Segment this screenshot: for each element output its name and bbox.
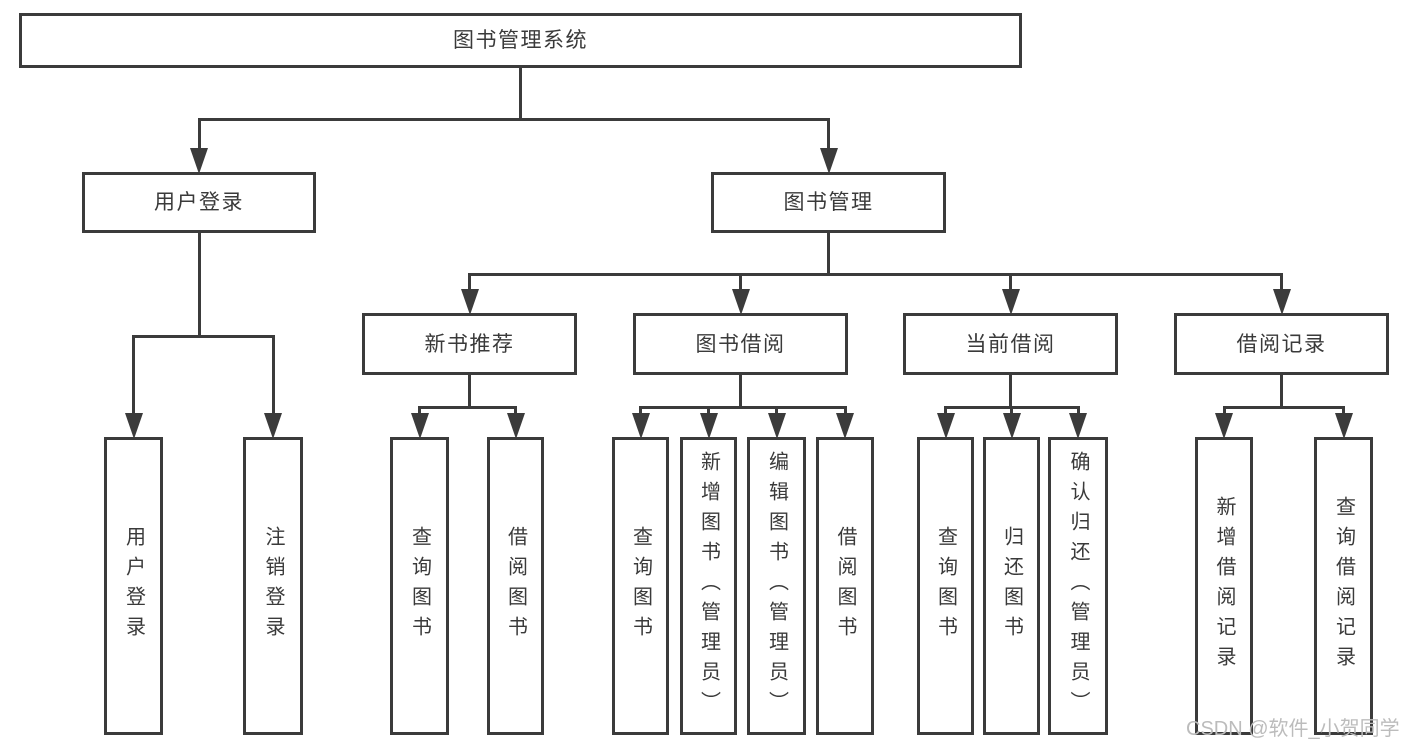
node-current: 当前借阅 bbox=[903, 313, 1118, 375]
node-label: 借阅记录 bbox=[1236, 332, 1327, 356]
connector-drop bbox=[775, 406, 778, 415]
node-label: 用户登录 bbox=[122, 526, 145, 646]
connector-drop bbox=[1222, 406, 1226, 415]
connector-bar bbox=[132, 335, 275, 338]
connector-drop bbox=[1076, 406, 1080, 415]
arrow-down-icon bbox=[1069, 413, 1087, 439]
connector-stem bbox=[1009, 374, 1012, 409]
arrow-down-icon bbox=[631, 413, 650, 439]
node-label: 查询借阅记录 bbox=[1332, 496, 1355, 676]
connector-drop bbox=[944, 406, 947, 415]
node-current-confirm: 确认归还（管理员） bbox=[1048, 437, 1108, 735]
node-label: 确认归还（管理员） bbox=[1067, 451, 1089, 721]
connector-stem bbox=[519, 67, 522, 121]
connector-bar bbox=[639, 406, 847, 409]
arrow-down-icon bbox=[1215, 413, 1233, 439]
node-newbook-borrow: 借阅图书 bbox=[487, 437, 544, 735]
node-label: 图书管理系统 bbox=[453, 29, 588, 52]
node-current-query: 查询图书 bbox=[917, 437, 974, 735]
arrow-down-icon bbox=[767, 413, 786, 439]
node-label: 查询图书 bbox=[934, 526, 957, 646]
connector-drop bbox=[418, 406, 421, 415]
connector-bar bbox=[1222, 406, 1345, 409]
node-label: 借阅图书 bbox=[834, 526, 856, 646]
arrow-down-icon bbox=[264, 413, 282, 439]
node-record: 借阅记录 bbox=[1174, 313, 1389, 375]
node-label: 新增图书（管理员） bbox=[697, 451, 720, 721]
node-current-return: 归还图书 bbox=[983, 437, 1040, 735]
connector-drop bbox=[1009, 273, 1012, 291]
connector-stem bbox=[197, 232, 201, 338]
arrow-down-icon bbox=[699, 413, 718, 439]
connector-drop bbox=[639, 406, 642, 415]
connector-stem bbox=[1280, 374, 1283, 409]
node-label: 图书管理 bbox=[783, 191, 874, 214]
node-login: 用户登录 bbox=[82, 172, 316, 233]
arrow-down-icon bbox=[124, 413, 143, 439]
node-borrow-borrow: 借阅图书 bbox=[816, 437, 874, 735]
node-mgmt: 图书管理 bbox=[711, 172, 946, 233]
node-borrow: 图书借阅 bbox=[633, 313, 848, 375]
connector-drop bbox=[843, 406, 847, 415]
connector-bar bbox=[418, 406, 517, 409]
node-newbook: 新书推荐 bbox=[362, 313, 577, 375]
node-borrow-query: 查询图书 bbox=[612, 437, 669, 735]
node-borrow-edit: 编辑图书（管理员） bbox=[747, 437, 806, 735]
node-label: 查询图书 bbox=[629, 526, 652, 646]
node-label: 新书推荐 bbox=[424, 332, 515, 356]
connector-drop bbox=[197, 118, 201, 150]
node-label: 当前借阅 bbox=[965, 332, 1056, 356]
arrow-down-icon bbox=[1272, 289, 1291, 315]
arrow-down-icon bbox=[506, 413, 525, 439]
csdn-watermark: CSDN @软件_小贺同学 bbox=[1186, 718, 1400, 740]
node-label: 借阅图书 bbox=[504, 526, 527, 646]
node-label: 查询图书 bbox=[408, 526, 431, 646]
arrow-down-icon bbox=[1334, 413, 1353, 439]
node-label: 编辑图书（管理员） bbox=[765, 451, 788, 721]
connector-drop bbox=[1342, 406, 1345, 415]
node-record-query: 查询借阅记录 bbox=[1314, 437, 1373, 735]
connector-stem bbox=[739, 374, 742, 409]
connector-drop bbox=[1280, 273, 1283, 291]
arrow-down-icon bbox=[1002, 413, 1021, 439]
node-newbook-query: 查询图书 bbox=[390, 437, 449, 735]
node-label: 归还图书 bbox=[1000, 526, 1023, 646]
arrow-down-icon bbox=[410, 413, 429, 439]
connector-drop bbox=[468, 273, 471, 291]
connector-drop bbox=[271, 335, 275, 415]
node-root: 图书管理系统 bbox=[19, 13, 1022, 68]
node-borrow-add: 新增图书（管理员） bbox=[680, 437, 737, 735]
connector-stem bbox=[827, 232, 830, 276]
connector-bar bbox=[468, 273, 1283, 276]
connector-drop bbox=[739, 273, 742, 291]
node-login-user: 用户登录 bbox=[104, 437, 163, 735]
connector-drop bbox=[1010, 406, 1013, 415]
connector-stem bbox=[468, 374, 471, 409]
arrow-down-icon bbox=[936, 413, 955, 439]
node-record-add: 新增借阅记录 bbox=[1195, 437, 1253, 735]
node-label: 新增借阅记录 bbox=[1213, 496, 1235, 676]
arrow-down-icon bbox=[819, 148, 838, 174]
arrow-down-icon bbox=[836, 413, 854, 439]
connector-drop bbox=[827, 118, 830, 150]
connector-drop bbox=[514, 406, 517, 415]
node-label: 图书借阅 bbox=[695, 332, 786, 356]
arrow-down-icon bbox=[460, 289, 479, 315]
arrow-down-icon bbox=[1001, 289, 1020, 315]
arrow-down-icon bbox=[731, 289, 750, 315]
node-label: 注销登录 bbox=[262, 526, 284, 646]
connector-drop bbox=[707, 406, 710, 415]
connector-bar bbox=[197, 118, 830, 121]
arrow-down-icon bbox=[190, 148, 208, 174]
connector-drop bbox=[132, 335, 135, 415]
node-login-logout: 注销登录 bbox=[243, 437, 303, 735]
node-label: 用户登录 bbox=[154, 191, 244, 214]
